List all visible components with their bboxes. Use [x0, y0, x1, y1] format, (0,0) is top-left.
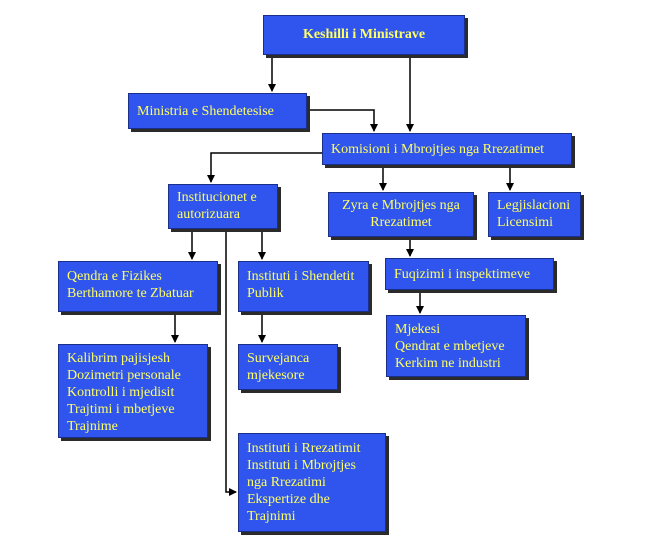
- node-text: Instituti i Shendetit: [247, 269, 355, 284]
- node-survejanca-mjekesore: Survejanca mjekesore: [238, 344, 338, 390]
- node-text: Qendra e Fizikes: [67, 269, 162, 284]
- node-text: Survejanca: [247, 351, 310, 366]
- node-ministria-e-shendetesise: Ministria e Shendetesise: [128, 93, 307, 129]
- node-text: Qendrat e mbetjeve: [395, 339, 505, 354]
- node-kalibrim-pajisjesh: Kalibrim pajisjesh Dozimetri personale K…: [58, 344, 208, 438]
- node-text: mjekesore: [247, 368, 305, 383]
- node-institucionet-e-autorizuara: Institucionet e autorizuara: [168, 184, 278, 229]
- node-text: Keshilli i Ministrave: [302, 27, 426, 42]
- node-text: nga Rrezatimi: [247, 475, 326, 490]
- node-text: Berthamore te Zbatuar: [67, 286, 194, 301]
- connector-ministria-komisioni: [307, 109, 378, 132]
- node-komisioni-i-mbrojtjes: Komisioni i Mbrojtjes nga Rrezatimet: [322, 133, 572, 165]
- node-text: Ministria e Shendetesise: [137, 104, 274, 119]
- node-text: Trajnime: [67, 419, 118, 434]
- node-legjislacioni: Legjislacioni Licensimi: [488, 192, 581, 237]
- node-mjekesi: Mjekesi Qendrat e mbetjeve Kerkim ne ind…: [386, 315, 526, 377]
- node-zyra-e-mbrojtjes: Zyra e Mbrojtjes nga Rrezatimet: [328, 192, 474, 237]
- node-text: Licensimi: [497, 215, 553, 230]
- node-text: Mjekesi: [395, 322, 441, 337]
- node-text: Trajnimi: [247, 509, 296, 524]
- node-text: Fuqizimi i inspektimeve: [394, 267, 531, 282]
- node-text: Kalibrim pajisjesh: [67, 351, 171, 366]
- node-text: Trajtimi i mbetjeve: [67, 402, 175, 417]
- node-text: Instituti i Mbrojtjes: [247, 458, 356, 473]
- node-text: Kerkim ne industri: [395, 356, 501, 371]
- node-qendra-e-fizikes: Qendra e Fizikes Berthamore te Zbatuar: [58, 261, 218, 312]
- node-text: Ekspertize dhe: [247, 492, 330, 507]
- node-text: Institucionet e: [177, 190, 257, 205]
- node-instituti-i-shendetit: Instituti i Shendetit Publik: [238, 261, 369, 312]
- node-instituti-i-rrezatimit: Instituti i Rrezatimit Instituti i Mbroj…: [238, 433, 386, 532]
- node-text: Zyra e Mbrojtjes nga: [342, 198, 460, 213]
- node-text: Legjislacioni: [497, 198, 571, 213]
- node-text: autorizuara: [177, 207, 240, 222]
- node-text: Dozimetri personale: [67, 368, 181, 383]
- node-fuqizimi-i-inspektimeve: Fuqizimi i inspektimeve: [385, 258, 554, 290]
- node-text: Instituti i Rrezatimit: [247, 441, 361, 456]
- node-keshilli-i-ministrave: Keshilli i Ministrave: [263, 15, 465, 55]
- node-text: Rrezatimet: [370, 215, 432, 230]
- node-text: Kontrolli i mjedisit: [67, 385, 175, 400]
- node-text: Publik: [247, 286, 284, 301]
- node-text: Komisioni i Mbrojtjes nga Rrezatimet: [331, 142, 545, 157]
- connector-komisioni-institucionet: [207, 152, 322, 183]
- connector-institucionet-instituti-rrezatimit: [225, 229, 237, 496]
